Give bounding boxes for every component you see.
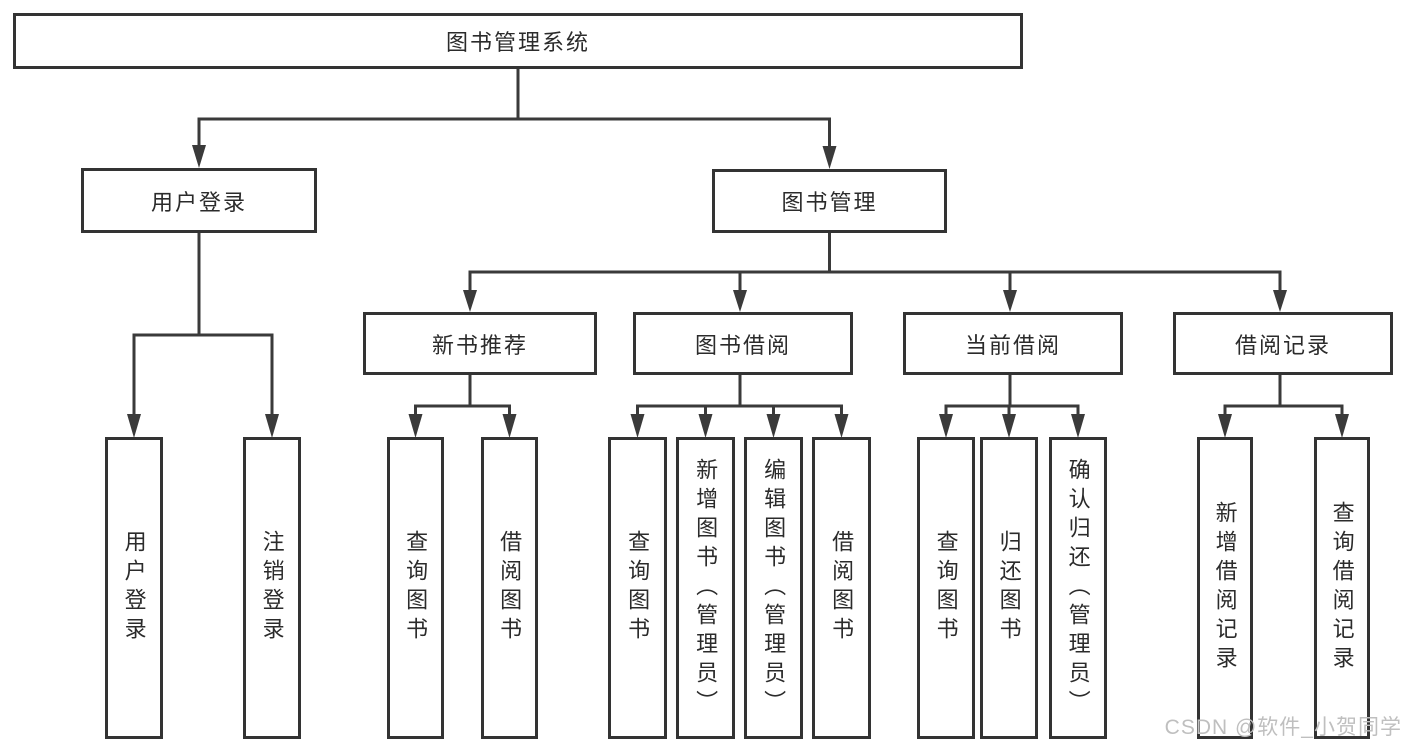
leaf-borrow-books-label: 借阅图书	[497, 530, 523, 646]
leaf-query-borrow-record: 查询借阅记录	[1314, 437, 1370, 739]
leaf-query-books-label: 查询图书	[625, 530, 651, 646]
leaf-logout: 注销登录	[243, 437, 301, 739]
connectors-borrowing-records	[1218, 375, 1349, 438]
leaf-logout-label: 注销登录	[259, 530, 285, 646]
leaf-query-books-label: 查询图书	[933, 530, 959, 646]
leaf-query-books: 查询图书	[917, 437, 975, 739]
leaf-add-books-admin: 新增图书（管理员）	[676, 437, 735, 739]
leaf-add-books-admin-label: 新增图书（管理员）	[693, 457, 719, 719]
connectors-book-management	[463, 233, 1287, 312]
node-current-borrowing-label: 当前借阅	[964, 332, 1061, 358]
leaf-query-books: 查询图书	[387, 437, 444, 739]
node-current-borrowing: 当前借阅	[903, 312, 1123, 375]
node-book-borrowing: 图书借阅	[633, 312, 853, 375]
leaf-edit-books-admin: 编辑图书（管理员）	[744, 437, 803, 739]
connectors-user-login	[127, 233, 279, 438]
leaf-return-books-label: 归还图书	[996, 530, 1022, 646]
leaf-user-login-label: 用户登录	[121, 530, 147, 646]
node-user-login-label: 用户登录	[150, 189, 247, 215]
node-borrowing-records: 借阅记录	[1173, 312, 1393, 375]
connectors-current-borrowing	[939, 375, 1085, 438]
leaf-user-login: 用户登录	[105, 437, 163, 739]
connectors-new-book-recommend	[408, 375, 517, 438]
leaf-return-books: 归还图书	[980, 437, 1038, 739]
leaf-add-borrow-record: 新增借阅记录	[1197, 437, 1253, 739]
node-new-book-recommend-label: 新书推荐	[431, 332, 528, 358]
connectors-book-borrowing	[630, 375, 849, 438]
leaf-add-borrow-record-label: 新增借阅记录	[1212, 501, 1238, 675]
leaf-borrow-books: 借阅图书	[481, 437, 538, 739]
connectors-root	[192, 69, 837, 169]
node-book-borrowing-label: 图书借阅	[694, 332, 791, 358]
leaf-confirm-return-admin: 确认归还（管理员）	[1049, 437, 1107, 739]
node-new-book-recommend: 新书推荐	[363, 312, 597, 375]
leaf-query-books-label: 查询图书	[403, 530, 429, 646]
node-book-management-label: 图书管理	[781, 190, 878, 215]
leaf-query-books: 查询图书	[608, 437, 667, 739]
node-library-system: 图书管理系统	[13, 13, 1023, 69]
leaf-confirm-return-admin-label: 确认归还（管理员）	[1065, 457, 1091, 719]
csdn-watermark: CSDN @软件_小贺同学	[1164, 716, 1402, 739]
leaf-edit-books-admin-label: 编辑图书（管理员）	[761, 457, 787, 719]
node-library-system-label: 图书管理系统	[445, 30, 590, 55]
node-book-management: 图书管理	[712, 169, 947, 233]
leaf-query-borrow-record-label: 查询借阅记录	[1329, 501, 1355, 675]
leaf-borrow-books-label: 借阅图书	[829, 530, 855, 646]
node-user-login: 用户登录	[81, 168, 317, 233]
leaf-borrow-books: 借阅图书	[812, 437, 871, 739]
node-borrowing-records-label: 借阅记录	[1234, 332, 1331, 358]
